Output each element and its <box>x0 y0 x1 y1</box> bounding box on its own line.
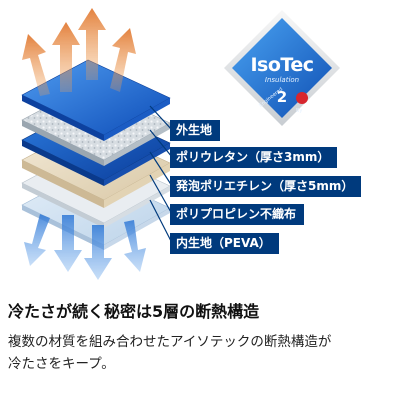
cold-arrows-icon <box>24 214 146 280</box>
label-inner-fabric: 内生地（PEVA） <box>170 233 279 254</box>
label-polyurethane: ポリウレタン（厚さ3mm） <box>170 147 338 168</box>
logo-by: By <box>296 108 303 114</box>
layer-stack-illustration <box>21 8 173 280</box>
label-nonwoven: ポリプロピレン不織布 <box>170 204 305 225</box>
description-line-1: 複数の材質を組み合わせたアイソテックの断熱構造が <box>8 334 332 350</box>
logo-number: 2 <box>276 88 288 106</box>
label-outer-fabric: 外生地 <box>170 120 221 141</box>
isotec-logo: IsoTec Insulation 2 Engineered By <box>222 8 342 128</box>
logo-brand: IsoTec <box>250 54 314 76</box>
logo-subtitle: Insulation <box>264 76 300 84</box>
layer-outer-fabric <box>21 59 171 141</box>
logo-badge-icon <box>224 10 340 126</box>
heat-arrows-icon <box>22 8 136 96</box>
label-connectors <box>149 105 173 244</box>
label-polyethylene-foam: 発泡ポリエチレン（厚さ5mm） <box>170 176 362 197</box>
insulation-diagram: IsoTec Insulation 2 Engineered By 外生地 ポリ… <box>21 8 362 280</box>
page-headline: 冷たさが続く秘密は5層の断熱構造 <box>8 302 260 321</box>
description-line-2: 冷たさをキープ。 <box>8 356 115 372</box>
